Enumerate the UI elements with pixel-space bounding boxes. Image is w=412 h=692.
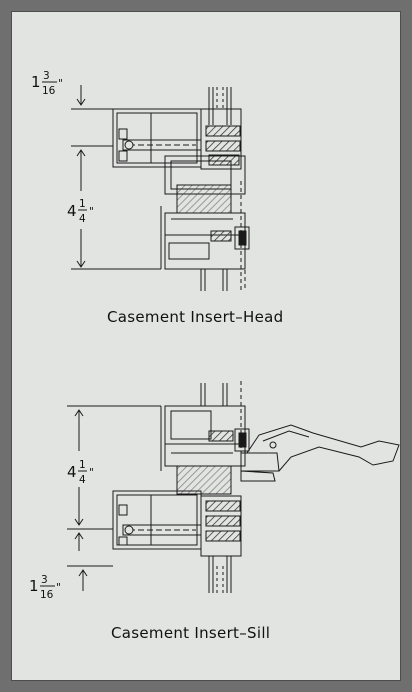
sill-height-dim-mark: ": [89, 467, 94, 479]
head-height-dim-whole: 4: [67, 202, 77, 220]
drawing-sheet: 1 3 16 " 4 1 4 ": [11, 11, 401, 681]
sill-lower-glazing: [200, 495, 242, 593]
casement-drawing: 1 3 16 " 4 1 4 ": [29, 70, 400, 642]
head-caption: Casement Insert–Head: [107, 308, 283, 326]
head-sash: [160, 155, 246, 270]
sill-sash: [160, 405, 250, 495]
head-lower-glazing: [200, 181, 250, 291]
head-frame: [112, 108, 202, 168]
head-height-dim-numerator: 1: [79, 198, 86, 210]
head-top-dim-mark: ": [58, 78, 63, 90]
sill-bottom-dimension: 1 3 16 ": [29, 532, 113, 601]
sill-bottom-dim-whole: 1: [29, 577, 39, 595]
sill-frame: [112, 490, 202, 550]
head-height-dimension: 4 1 4 ": [67, 150, 161, 270]
sill-bottom-dim-denominator: 16: [40, 589, 54, 601]
sill-section: 4 1 4 " 1 3 16 ": [29, 381, 400, 601]
head-top-dim-numerator: 3: [43, 70, 50, 82]
sill-upper-glazing: [200, 381, 242, 481]
sill-bottom-dim-numerator: 3: [41, 574, 48, 586]
sill-bottom-dim-mark: ": [56, 582, 61, 594]
head-top-dim-whole: 1: [31, 73, 41, 91]
sill-height-dimension: 4 1 4 ": [67, 405, 161, 530]
head-height-dim-mark: ": [89, 206, 94, 218]
sill-operator-handle: [240, 424, 400, 482]
head-top-dimension: 1 3 16 ": [31, 70, 113, 167]
head-glazing: [200, 87, 242, 170]
head-height-dim-denominator: 4: [79, 213, 86, 225]
head-section: 1 3 16 " 4 1 4 ": [31, 70, 250, 291]
sill-height-dim-denominator: 4: [79, 474, 86, 486]
sill-caption: Casement Insert–Sill: [111, 624, 270, 642]
sill-height-dim-numerator: 1: [79, 459, 86, 471]
head-top-dim-denominator: 16: [42, 85, 56, 97]
sill-height-dim-whole: 4: [67, 463, 77, 481]
